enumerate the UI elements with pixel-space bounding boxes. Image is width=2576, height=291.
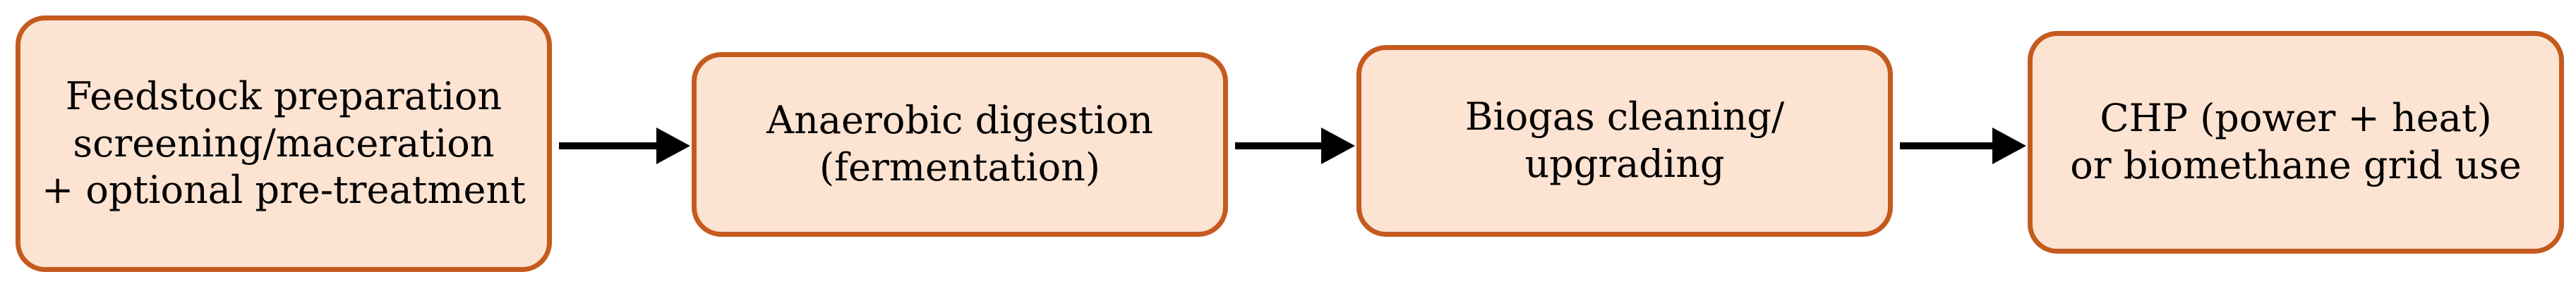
step-text-line: Anaerobic digestion <box>766 98 1153 143</box>
arrow-step1-to-step2 <box>559 128 690 164</box>
step-chp-or-biomethane: CHP (power + heat) or biomethane grid us… <box>2028 31 2564 254</box>
arrow-step2-to-step3 <box>1235 128 1355 164</box>
step-text-line: or biomethane grid use <box>2070 143 2522 187</box>
step-text-line: upgrading <box>1524 142 1725 186</box>
step-text-line: + optional pre-treatment <box>42 168 526 213</box>
step-text-line: CHP (power + heat) <box>2100 96 2492 141</box>
step-anaerobic-digestion: Anaerobic digestion (fermentation) <box>692 52 1228 237</box>
step-text-line: Biogas cleaning/ <box>1464 94 1785 140</box>
step-text-line: (fermentation) <box>819 145 1100 190</box>
arrow-step3-to-step4 <box>1900 128 2026 164</box>
step-feedstock-preparation: Feedstock preparation screening/macerati… <box>16 16 552 272</box>
step-biogas-cleaning: Biogas cleaning/ upgrading <box>1356 45 1893 237</box>
step-text-line: screening/maceration <box>73 120 495 166</box>
step-text-line: Feedstock preparation <box>65 73 502 118</box>
